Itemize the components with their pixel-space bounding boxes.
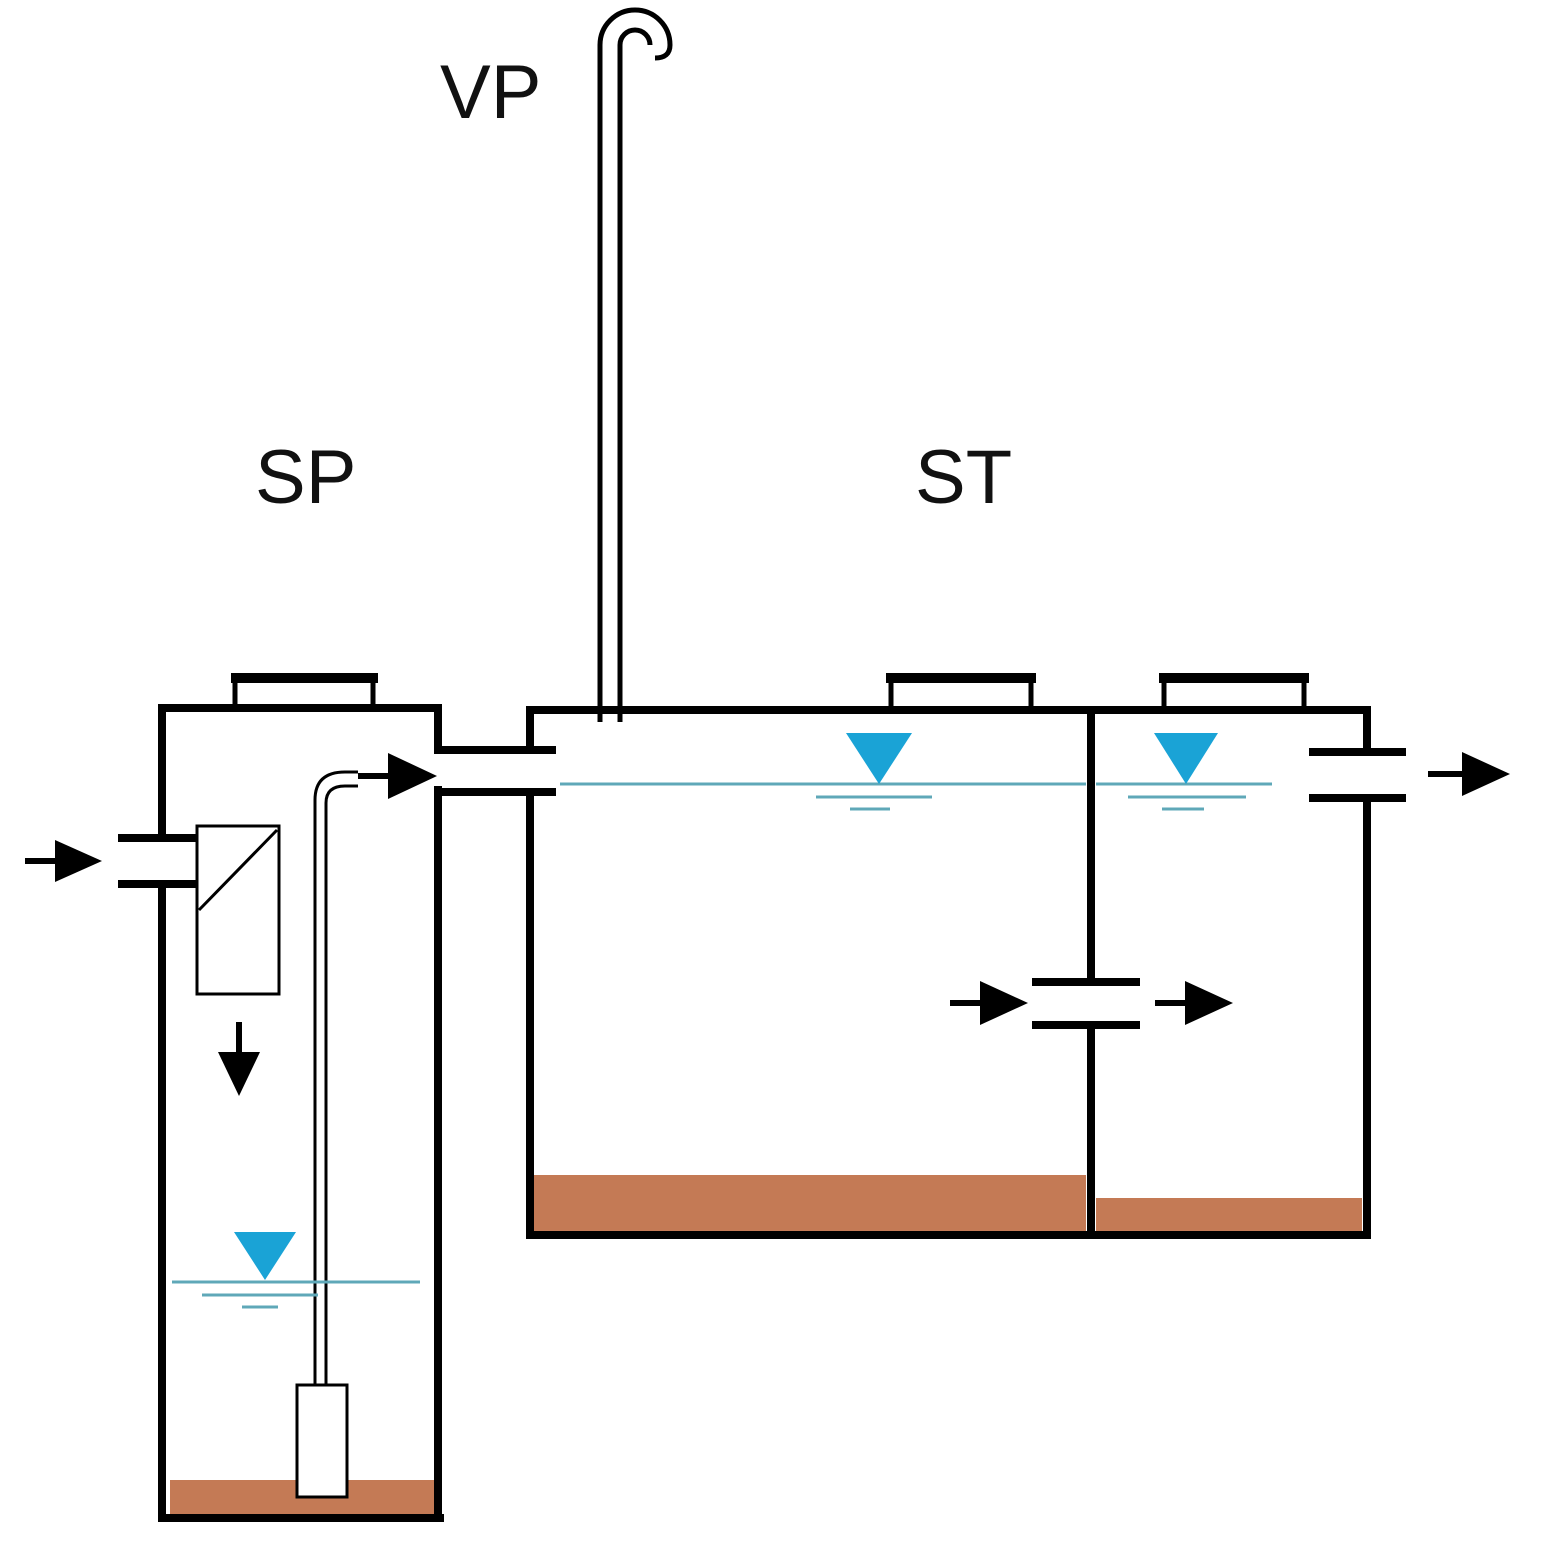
st-manhole-lid-1 — [886, 673, 1036, 683]
water-level-triangle-icon — [234, 1232, 296, 1280]
flow-arrow-icon — [218, 1022, 260, 1096]
flow-arrow-icon — [1428, 752, 1510, 796]
flow-arrow-icon — [25, 840, 102, 882]
sp-submersible-pump — [295, 1383, 349, 1499]
label-st: ST — [915, 435, 1012, 520]
sp-manhole-lid — [231, 673, 378, 683]
flow-arrow-icon — [950, 981, 1028, 1025]
st-chamber1-sludge-layer — [533, 1175, 1086, 1231]
sp-water-level — [172, 1232, 420, 1309]
st-chamber2-sludge-layer — [1096, 1198, 1362, 1231]
st-tank — [526, 673, 1371, 1239]
st-transfer-pipe — [1032, 978, 1140, 1029]
sp-filter-box — [195, 824, 281, 996]
st-water-level-2 — [1096, 733, 1272, 811]
water-level-triangle-icon — [846, 733, 912, 784]
flow-arrow-icon — [358, 753, 437, 799]
st-manhole-lid-2 — [1159, 673, 1309, 683]
sp-chamber — [158, 673, 444, 1522]
label-vp: VP — [440, 50, 541, 135]
st-inlet-tee — [526, 746, 556, 796]
st-water-level-1 — [560, 733, 1086, 811]
water-level-triangle-icon — [1154, 733, 1218, 784]
sp-pump-riser — [313, 770, 358, 1385]
connecting-pipe — [434, 746, 556, 796]
flow-arrow-icon — [1155, 981, 1233, 1025]
label-sp: SP — [255, 435, 356, 520]
vent-pipe — [597, 7, 673, 722]
st-outlet-pipe — [1309, 748, 1406, 802]
sp-inlet-pipe — [118, 834, 201, 888]
